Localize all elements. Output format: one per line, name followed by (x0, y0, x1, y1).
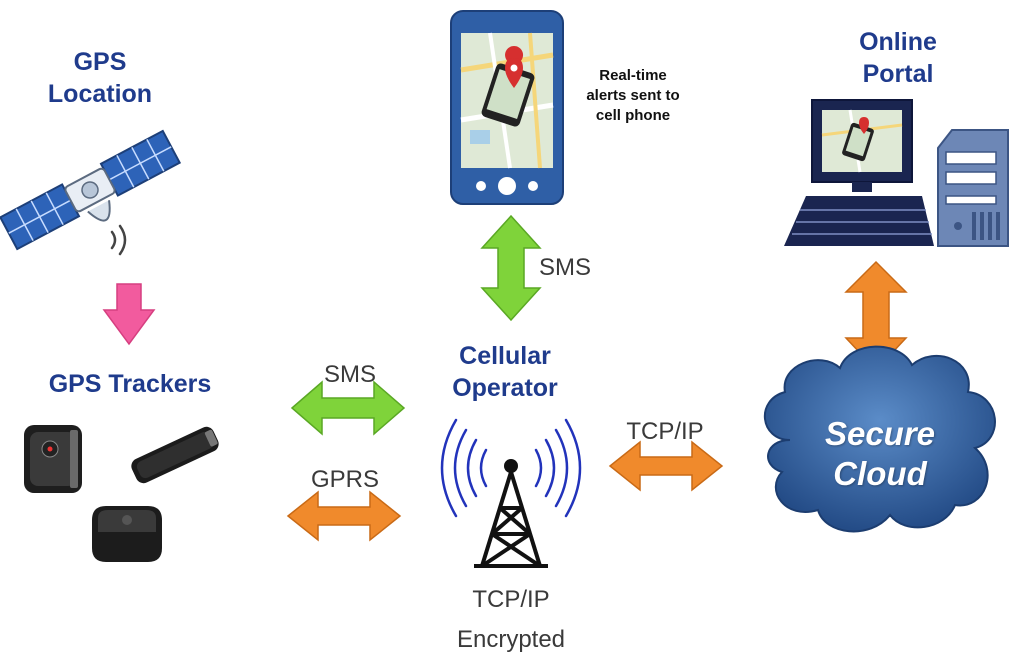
tower-caption: TCP/IP Encrypted (456, 586, 566, 653)
secure-cloud-label: Secure Cloud (824, 415, 936, 492)
gprs-link-label: GPRS (310, 466, 379, 493)
sms-trackers-link-label: SMS (323, 361, 376, 388)
tcpip-link-label: TCP/IP (626, 418, 704, 445)
online-portal-label: Online Portal (859, 28, 937, 88)
phone-caption: Real-time alerts sent to cell phone (586, 67, 680, 124)
gps-trackers-label: GPS Trackers (48, 370, 212, 398)
gps-location-label: GPS Location (47, 48, 153, 108)
cellular-operator-label: Cellular Operator (452, 342, 558, 402)
sms-phone-link-label: SMS (538, 254, 591, 281)
